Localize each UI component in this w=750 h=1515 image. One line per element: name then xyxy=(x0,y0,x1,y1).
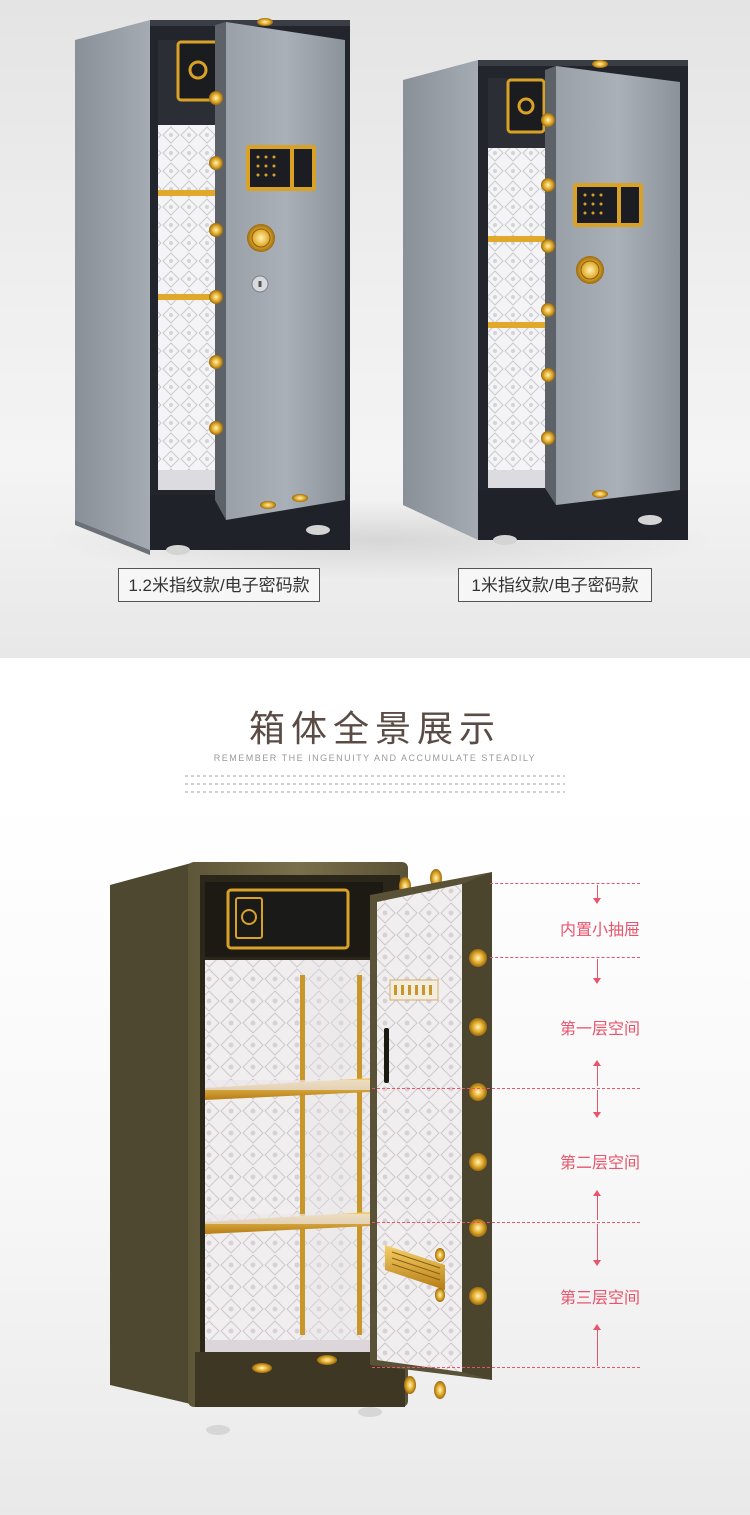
zone-divider-bottom xyxy=(372,1367,640,1368)
zone-label-first-layer: 第一层空间 xyxy=(559,1021,640,1038)
section-title: 箱体全景展示 xyxy=(248,709,501,750)
variant-label-1-2m: 1.2米指纹款/电子密码款 xyxy=(118,568,320,602)
decorative-fine-line xyxy=(185,775,565,777)
zone-label-drawer: 内置小抽屉 xyxy=(559,922,640,939)
drawer-fingerprint-lock-icon-2 xyxy=(506,78,546,134)
zone-divider-shelf-1 xyxy=(372,1088,640,1089)
zone-label-third-layer: 第三层空间 xyxy=(559,1290,640,1307)
safe-1m xyxy=(403,60,688,545)
arrow-down-icon xyxy=(593,1112,601,1118)
drawer-fingerprint-lock-icon-3 xyxy=(226,888,350,950)
arrow-down-icon xyxy=(593,1260,601,1266)
arrow-up-line xyxy=(597,1330,598,1366)
arrow-down-line xyxy=(597,1090,598,1112)
variant-label-1m: 1米指纹款/电子密码款 xyxy=(458,568,652,602)
arrow-up-line xyxy=(597,1066,598,1086)
top-product-panel: 1.2米指纹款/电子密码款 1米指纹款/电子密码款 xyxy=(0,0,750,658)
decorative-fine-line xyxy=(185,791,565,793)
dial-lock-icon xyxy=(247,224,275,252)
zone-divider-shelf-2 xyxy=(372,1222,640,1223)
arrow-up-icon xyxy=(593,1190,601,1196)
arrow-up-icon xyxy=(593,1324,601,1330)
dial-lock-icon-2 xyxy=(576,256,604,284)
safe-1-2m xyxy=(75,18,350,555)
arrow-up-icon xyxy=(593,1060,601,1066)
arrow-down-icon xyxy=(593,978,601,984)
arrow-down-line xyxy=(597,959,598,979)
zone-divider-top xyxy=(490,883,640,884)
section-subtitle: REMEMBER THE INGENUITY AND ACCUMULATE ST… xyxy=(213,753,537,763)
zone-label-second-layer: 第二层空间 xyxy=(559,1155,640,1172)
decorative-fine-line xyxy=(185,783,565,785)
zone-divider-drawer xyxy=(490,957,640,958)
arrow-down-line xyxy=(597,885,598,899)
arrow-down-line xyxy=(597,1224,598,1260)
arrow-up-line xyxy=(597,1196,598,1220)
arrow-down-icon xyxy=(593,898,601,904)
gray-safes-illustration xyxy=(75,18,688,555)
